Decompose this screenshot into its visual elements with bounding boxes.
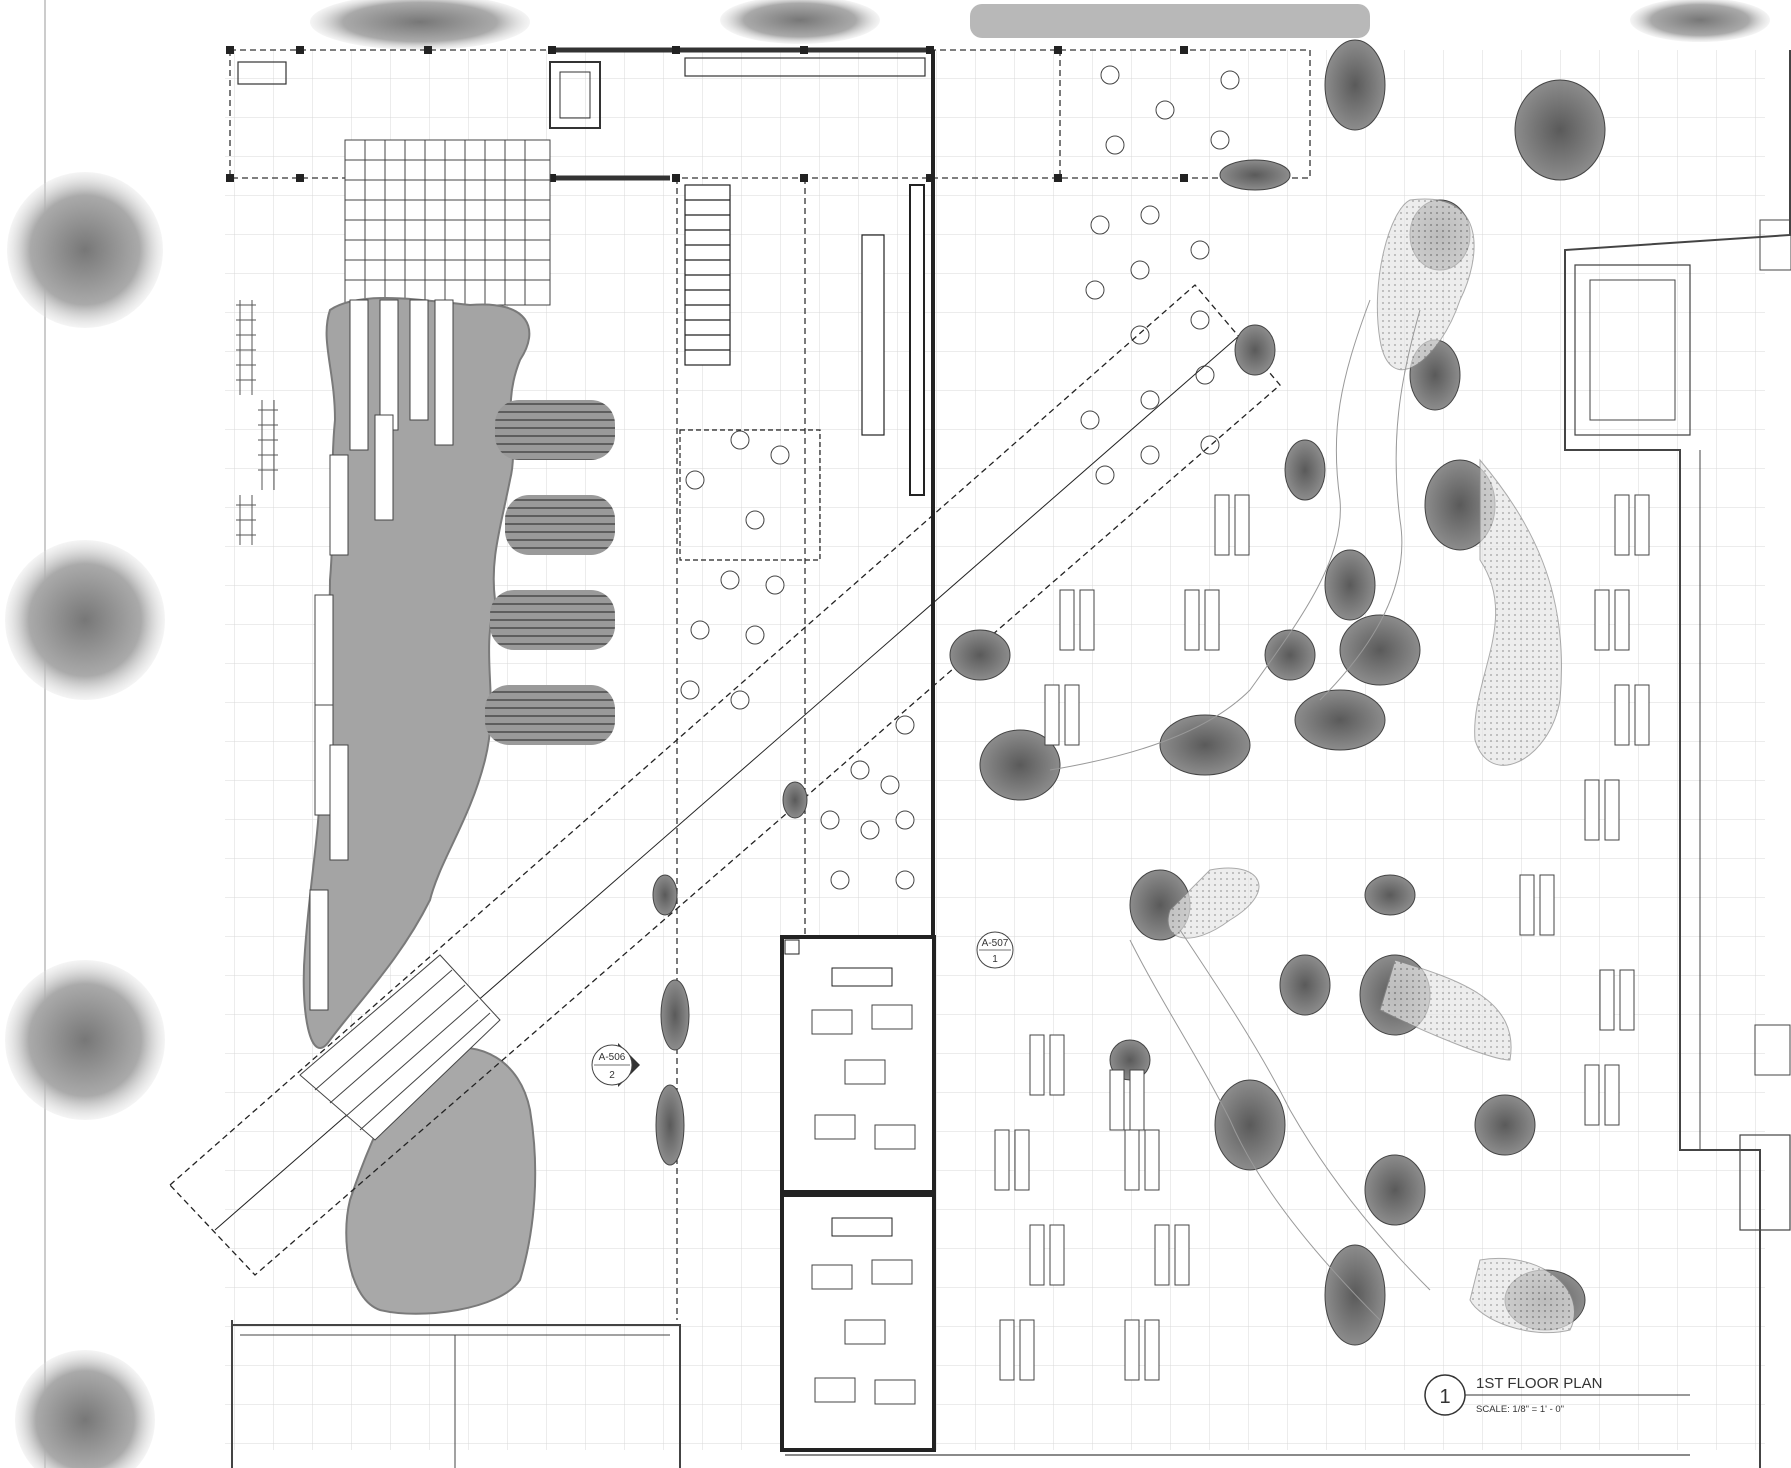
planting-beds (1167, 198, 1575, 1334)
section-marker-detail: 1 (992, 954, 998, 965)
tree-group-top (310, 0, 1770, 50)
picnic-tables (994, 494, 1650, 1381)
tree-icon (310, 0, 530, 50)
benches-west (309, 299, 454, 1011)
tree-icon (5, 960, 165, 1120)
tree-icon (7, 172, 163, 328)
section-marker-sheet: A-506 (599, 1052, 626, 1063)
bench-icon (237, 61, 287, 85)
column-marks (226, 46, 1188, 182)
tree-icon (1630, 0, 1770, 42)
rock-landscape (302, 297, 531, 1049)
conference-tables (811, 1004, 916, 1405)
section-marker-a507: A-507 1 (976, 931, 1014, 969)
existing-building-east (1564, 50, 1791, 1468)
flagstone-path (1049, 299, 1431, 1321)
title-block: 1 1ST FLOOR PLAN SCALE: 1/8" = 1' - 0" (1424, 1374, 1690, 1416)
tree-icon (5, 540, 165, 700)
hedge-icon (970, 4, 1370, 38)
section-marker-detail: 2 (609, 1070, 615, 1081)
tree-icon (15, 1350, 155, 1468)
tree-icon (720, 0, 880, 44)
drawing-title: 1ST FLOOR PLAN (1476, 1375, 1602, 1392)
stair-north (344, 139, 551, 306)
bike-racks (236, 300, 278, 545)
tree-group-left (5, 172, 165, 1468)
drawing-scale: SCALE: 1/8" = 1' - 0" (1476, 1404, 1564, 1415)
section-marker-sheet: A-507 (982, 938, 1009, 949)
north-strip (229, 47, 1311, 181)
diagonal-stair (299, 954, 501, 1141)
planters (485, 400, 615, 745)
section-marker-a506: A-506 2 (591, 1043, 640, 1087)
drawing-number: 1 (1439, 1386, 1450, 1408)
elevator-icon (549, 61, 601, 129)
existing-building-south (231, 1320, 1690, 1468)
